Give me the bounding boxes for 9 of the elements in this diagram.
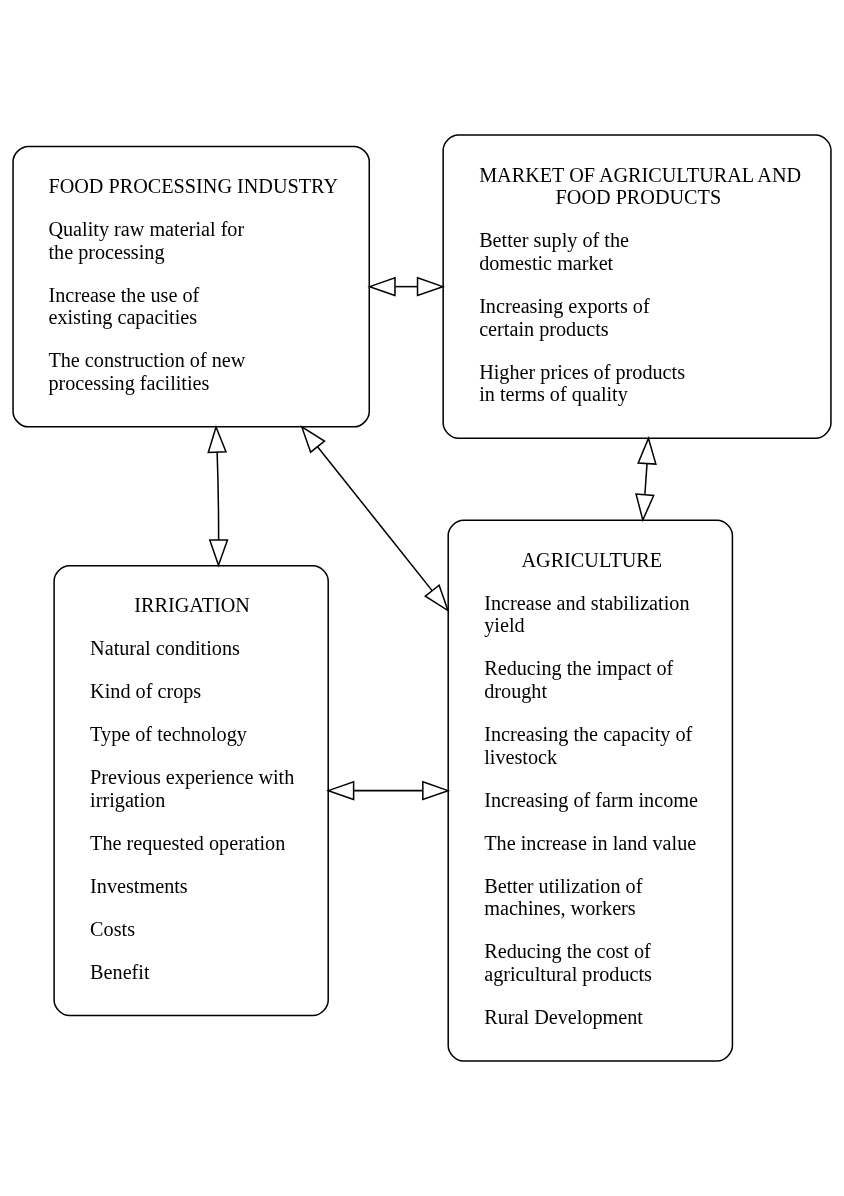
arrow (635, 436, 657, 523)
node-box: IRRIGATION Natural conditions Kind of crops Type of technology Previous experience with irrigation The requested operation Investments Costs Benefit (53, 565, 329, 1017)
arrow (367, 276, 446, 297)
arrow (300, 425, 450, 613)
node-box: FOOD PROCESSING INDUSTRY Quality raw material for the processing Increase the use of existing capacities The construction of new processing facilities (12, 145, 370, 428)
arrow (207, 424, 229, 568)
node-box: MARKET OF AGRICULTURAL AND FOOD PRODUCTS Better suply of the domestic market Increasing exports of certain products Higher prices of products in terms of quality (442, 134, 832, 439)
node-box: AGRICULTURE Increase and stabilization yield Reducing the impact of drought Increasing the capacity of livestock Increasing of farm income The increase in land value Better utilization of machines, workers Reducing the cost of agricultural products Rural Development (447, 519, 734, 1062)
arrow (326, 780, 451, 801)
